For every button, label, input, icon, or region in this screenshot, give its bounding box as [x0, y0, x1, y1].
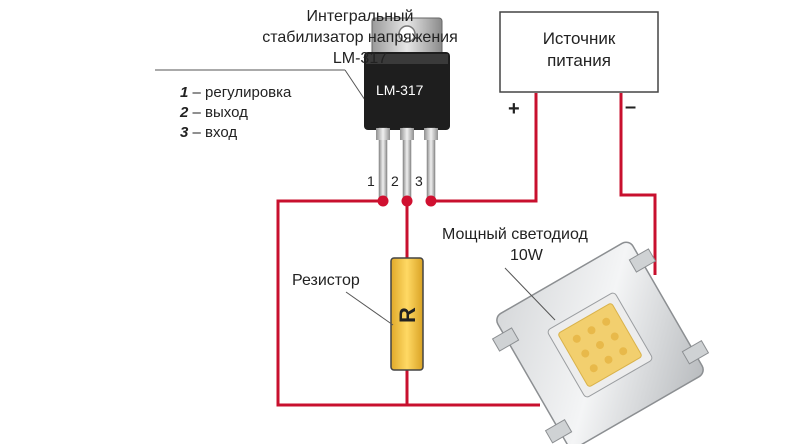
pin-legend-3-desc: – вход	[192, 124, 238, 141]
chip-body-highlight	[366, 54, 448, 64]
led-caption-line-1: Мощный светодиод	[442, 226, 588, 243]
resistor	[345, 257, 424, 371]
plus-terminal-label: +	[508, 98, 520, 120]
joint-pin-1	[377, 195, 389, 207]
regulator-caption-line-3: LM-317	[332, 50, 388, 67]
pin-legend-1-desc: – регулировка	[192, 84, 292, 101]
resistor-body	[390, 257, 424, 371]
resistor-leader-line	[345, 291, 394, 326]
lm317-regulator	[364, 17, 450, 199]
resistor-letter: R	[395, 307, 420, 323]
wire-adjust-to-led	[276, 199, 540, 407]
pin-legend-1: 1 – регулировка	[180, 84, 291, 101]
pin-legend-2-desc: – выход	[192, 104, 248, 121]
wire-minus-to-led	[619, 93, 657, 275]
pin-2-shoulder	[400, 128, 414, 140]
wire-input-to-plus	[431, 93, 538, 203]
pin-number-2: 2	[391, 173, 399, 189]
pin-legend-3: 3 – вход	[180, 124, 237, 141]
regulator-caption-line-1: Интегральный	[306, 8, 414, 25]
pin-number-1: 1	[367, 173, 375, 189]
led-module	[491, 241, 710, 444]
led-leader-line	[504, 267, 556, 321]
pin-legend-2: 2 – выход	[180, 104, 248, 121]
pin-legend-3-num: 3	[180, 124, 189, 141]
minus-terminal-label: –	[625, 96, 637, 118]
resistor-caption: Резистор	[292, 272, 360, 289]
wires	[276, 93, 657, 407]
chip-body	[364, 52, 450, 130]
pin-1-shoulder	[376, 128, 390, 140]
power-supply-label-line-1: Источник	[542, 29, 616, 48]
led-chips	[572, 317, 628, 373]
pin-legend-1-num: 1	[180, 84, 189, 101]
joint-pin-3	[425, 195, 437, 207]
pin-number-3: 3	[415, 173, 423, 189]
joint-pin-2	[401, 195, 413, 207]
power-supply-box	[499, 11, 659, 93]
pin-legend-2-num: 2	[180, 104, 189, 121]
mounting-hole	[398, 25, 416, 43]
power-supply-label-line-2: питания	[547, 51, 611, 70]
led-caption-line-2: 10W	[510, 247, 543, 264]
chip-label: LM-317	[376, 82, 424, 98]
pin-3-shoulder	[424, 128, 438, 140]
regulator-caption-line-2: стабилизатор напряжения	[262, 29, 458, 46]
led-solder-tabs	[491, 248, 710, 444]
